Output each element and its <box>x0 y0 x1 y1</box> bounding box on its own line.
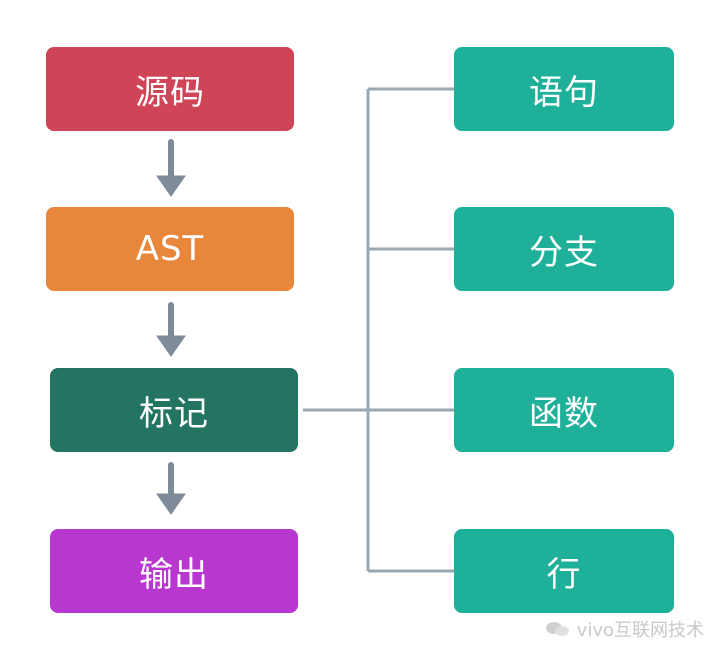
function-label: 函数 <box>529 393 599 434</box>
statement-box: 语句 <box>454 47 674 131</box>
line-box: 行 <box>454 529 674 613</box>
arrow-mark-to-output <box>156 462 186 515</box>
watermark: vivo互联网技术 <box>545 616 704 642</box>
branch-box: 分支 <box>454 207 674 291</box>
bracket-connector <box>303 87 456 573</box>
watermark-text: vivo互联网技术 <box>576 620 704 641</box>
statement-label: 语句 <box>529 72 599 113</box>
mark-label: 标记 <box>139 393 209 434</box>
ast-label: AST <box>135 229 205 269</box>
source-label: 源码 <box>135 72 205 113</box>
branch-label: 分支 <box>529 232 599 273</box>
wechat-icon <box>545 622 569 636</box>
mark-box: 标记 <box>50 368 298 452</box>
output-box: 输出 <box>50 529 298 613</box>
output-label: 输出 <box>139 554 209 595</box>
ast-box: AST <box>46 207 294 291</box>
function-box: 函数 <box>454 368 674 452</box>
source-box: 源码 <box>46 47 294 131</box>
arrow-source-to-ast <box>156 139 186 197</box>
arrow-ast-to-mark <box>156 302 186 357</box>
line-label: 行 <box>546 554 582 595</box>
